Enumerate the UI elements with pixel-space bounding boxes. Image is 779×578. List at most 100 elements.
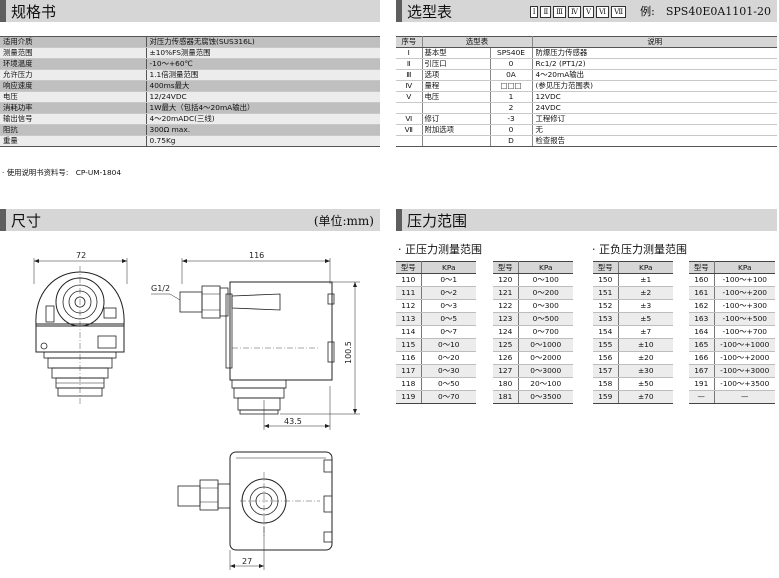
- range-kpa: 0～10: [421, 338, 476, 352]
- range-kpa: -100～+700: [714, 325, 775, 339]
- range-row: 155±10: [593, 338, 673, 352]
- range-model: 126: [493, 351, 519, 365]
- range-kpa: 0～300: [518, 299, 573, 313]
- row-item: 选项: [422, 69, 491, 81]
- range-row: 154±7: [593, 325, 673, 339]
- dimensions-header: 尺寸 (单位:mm): [0, 209, 380, 231]
- spec-value: 1.1倍测量范围: [146, 69, 380, 81]
- range-model: 165: [689, 338, 715, 352]
- row-item: 修订: [422, 113, 491, 125]
- range-model: 155: [593, 338, 619, 352]
- row-no: Ⅵ: [396, 113, 423, 125]
- range-kpa: 20～100: [518, 377, 573, 391]
- range-kpa: ±70: [618, 390, 673, 404]
- spec-value: ±10%FS测量范围: [146, 47, 380, 59]
- spec-row: 适用介质对压力传感器无腐蚀(SUS316L): [0, 36, 380, 48]
- row-code: SPS40E: [490, 47, 533, 59]
- col-kpa: KPa: [421, 261, 476, 274]
- range-kpa: 0～2: [421, 286, 476, 300]
- spec-row: 测量范围±10%FS测量范围: [0, 47, 380, 59]
- range-model: 180: [493, 377, 519, 391]
- row-code: D: [490, 135, 533, 147]
- range-kpa: 0～3000: [518, 364, 573, 378]
- posneg-range-title: · 正负压力测量范围: [592, 243, 687, 256]
- range-kpa: ±10: [618, 338, 673, 352]
- row-item: [422, 135, 491, 147]
- range-kpa: ±2: [618, 286, 673, 300]
- range-row: 157±30: [593, 364, 673, 378]
- dimensions-unit: (单位:mm): [313, 213, 374, 228]
- spec-key: 适用介质: [0, 36, 147, 48]
- range-model: 113: [396, 312, 422, 326]
- col-kpa: KPa: [618, 261, 673, 274]
- spec-key: 环境温度: [0, 58, 147, 70]
- range-model: 117: [396, 364, 422, 378]
- range-model: 119: [396, 390, 422, 404]
- range-model: 157: [593, 364, 619, 378]
- range-model: 181: [493, 390, 519, 404]
- col-model: 型号: [593, 261, 619, 274]
- header-bar: [0, 0, 6, 22]
- range-model: —: [689, 390, 715, 404]
- range-model: 164: [689, 325, 715, 339]
- spec-key: 阻抗: [0, 124, 147, 136]
- range-kpa: 0～100: [518, 273, 573, 287]
- row-no: [396, 102, 423, 114]
- spec-value: 1W最大（包括4～20mA输出）: [146, 102, 380, 114]
- range-kpa: ±5: [618, 312, 673, 326]
- row-item: 量程: [422, 80, 491, 92]
- side-view: 116 G1/2 100.5 43.5: [151, 251, 360, 430]
- spec-key: 响应速度: [0, 80, 147, 92]
- range-row: 163-100～+500: [689, 312, 775, 326]
- col-model: 型号: [493, 261, 519, 274]
- range-model: 110: [396, 273, 422, 287]
- header-bar: [396, 0, 402, 22]
- top-view: 27: [177, 451, 333, 570]
- roman-box: Ⅲ: [553, 6, 566, 18]
- front-view: 72: [33, 251, 128, 406]
- range-kpa: —: [714, 390, 775, 404]
- range-model: 153: [593, 312, 619, 326]
- range-model: 161: [689, 286, 715, 300]
- row-code: 1: [490, 91, 533, 103]
- range-kpa: 0～7: [421, 325, 476, 339]
- row-desc: 检查报告: [532, 135, 777, 147]
- range-model: 150: [593, 273, 619, 287]
- row-desc: 防爆压力传感器: [532, 47, 777, 59]
- range-kpa: ±3: [618, 299, 673, 313]
- range-row: ——: [689, 390, 775, 404]
- range-row: 166-100～+2000: [689, 351, 775, 365]
- selection-title: 选型表: [407, 2, 453, 21]
- col-kpa: KPa: [714, 261, 775, 274]
- range-kpa: 0～2000: [518, 351, 573, 365]
- range-row: 153±5: [593, 312, 673, 326]
- selection-example: 例: SPS40E0A1101-20: [640, 5, 771, 18]
- range-kpa: ±50: [618, 377, 673, 391]
- spec-value: -10～+60℃: [146, 58, 380, 70]
- range-kpa: 0～1000: [518, 338, 573, 352]
- range-row: 162-100～+300: [689, 299, 775, 313]
- dimension-drawing: 72 116 G1/2: [33, 251, 360, 570]
- range-row: 161-100～+200: [689, 286, 775, 300]
- range-model: 125: [493, 338, 519, 352]
- row-code: -3: [490, 113, 533, 125]
- range-model: 118: [396, 377, 422, 391]
